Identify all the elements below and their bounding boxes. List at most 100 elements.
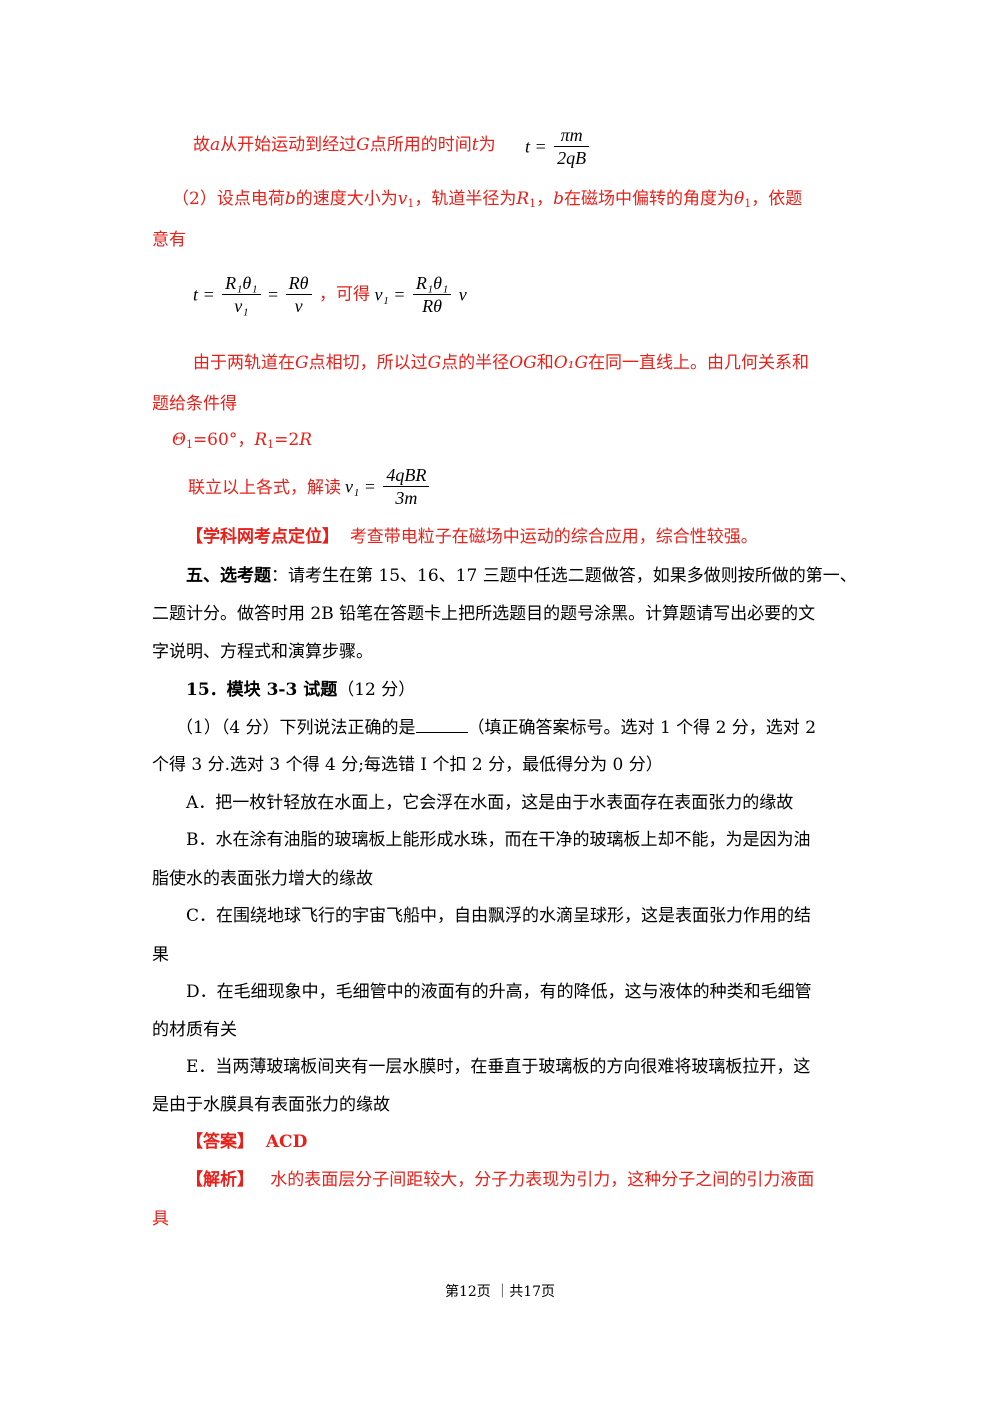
- fraction: R₁θ₁ Rθ: [412, 272, 452, 317]
- subscript: 1: [185, 438, 193, 451]
- var-b: b: [284, 189, 296, 209]
- var-v: v: [397, 189, 408, 209]
- var-t: t: [471, 135, 479, 155]
- option-e-cont: 是由于水膜具有表面张力的缘故: [152, 1095, 390, 1115]
- denominator: 2qB: [557, 148, 587, 168]
- text: 点的半径: [441, 353, 510, 373]
- answer-value: ACD: [265, 1132, 308, 1152]
- var-theta: θ: [734, 189, 745, 209]
- var-r: R: [299, 430, 313, 450]
- eq-lhs: t =: [193, 284, 215, 305]
- section5-line3: 字说明、方程式和演算步骤。: [152, 642, 373, 662]
- fraction: 4qBR 3m: [383, 464, 430, 509]
- text: 和: [536, 353, 554, 373]
- section5-line2: 二题计分。做答时用 2B 铅笔在答题卡上把所选题目的题号涂黑。计算题请写出必要的…: [152, 604, 816, 624]
- option-e: E．当两薄玻璃板间夹有一层水膜时，在垂直于玻璃板的方向很难将玻璃板拉开，这: [186, 1057, 811, 1077]
- text: 为: [478, 135, 496, 155]
- question-title: 15．模块 3-3 试题: [186, 680, 338, 700]
- option-a: A．把一枚针轻放在水面上，它会浮在水面，这是由于水表面存在表面张力的缘故: [186, 793, 794, 813]
- eq-lhs: v₁ =: [345, 476, 376, 497]
- option-d: D．在毛细现象中，毛细管中的液面有的升高，有的降低，这与液体的种类和毛细管: [186, 982, 812, 1002]
- text: ：请考生在第 15、16、17 三题中任选二题做答，如果多做则按所做的第一、: [271, 566, 857, 586]
- part2-line1: （2）设点电荷b的速度大小为v1，轨道半径为R1，b在磁场中偏转的角度为θ1，依…: [172, 187, 802, 211]
- denominator: v₁: [234, 296, 249, 316]
- analysis-tag: 【解析】: [186, 1170, 254, 1190]
- kaodian-line: 【学科网考点定位】 考查带电粒子在磁场中运动的综合应用，综合性较强。: [186, 525, 758, 549]
- subscript: 1: [407, 197, 415, 210]
- var-og: OG: [509, 353, 537, 373]
- eq-lhs: t =: [525, 136, 547, 157]
- option-c-cont: 果: [152, 945, 169, 965]
- text: ，依题: [751, 189, 803, 209]
- section5-line1: 五、选考题：请考生在第 15、16、17 三题中任选二题做答，如果多做则按所做的…: [186, 564, 857, 588]
- var-o1g: O₁G: [553, 353, 589, 373]
- option-b-cont: 脂使水的表面张力增大的缘故: [152, 869, 373, 889]
- answer-tag: 【答案】: [186, 1132, 254, 1152]
- text: 从开始运动到经过: [220, 135, 357, 155]
- var-g: G: [356, 135, 370, 155]
- denominator: v: [294, 296, 303, 316]
- text: 故: [193, 135, 210, 155]
- time-conclusion-line: 故a从开始运动到经过G点所用的时间t为: [193, 133, 496, 157]
- text: 的速度大小为: [295, 189, 398, 209]
- numerator: R₁θ₁: [222, 272, 261, 295]
- var-r: R: [254, 430, 268, 450]
- subscript: 1: [267, 438, 275, 451]
- fraction: R₁θ₁ v₁: [222, 272, 261, 317]
- q15-1-line1: （1）（4 分）下列说法正确的是 （填正确答案标号。选对 1 个得 2 分，选对 …: [176, 716, 816, 740]
- option-b: B．水在涂有油脂的玻璃板上能形成水珠，而在干净的玻璃板上却不能，为是因为油: [186, 830, 811, 850]
- text: （2）设点电荷: [172, 189, 285, 209]
- var-a: a: [210, 135, 221, 155]
- text: 点所用的时间: [369, 135, 472, 155]
- numerator: πm: [554, 124, 590, 147]
- condition-line: Θ1=60°，R1=2R: [172, 428, 312, 452]
- fraction: Rθ v: [285, 272, 312, 317]
- text: =60°，: [192, 430, 255, 450]
- var-g: G: [295, 353, 309, 373]
- text: ，可得: [319, 284, 371, 305]
- eq-lhs: v₁ =: [374, 284, 406, 305]
- text: 在磁场中偏转的角度为: [564, 189, 735, 209]
- subscript: 1: [744, 197, 752, 210]
- equation-velocity: t = R₁θ₁ v₁ = Rθ v ，可得 v₁ = R₁θ₁ Rθ v: [193, 272, 467, 317]
- text: 由于两轨道在: [193, 353, 295, 373]
- var-v: v: [458, 284, 467, 305]
- equation-time: t = πm 2qB: [525, 124, 592, 169]
- numerator: R₁θ₁: [412, 272, 452, 295]
- text: （1）（4 分）下列说法正确的是: [176, 718, 416, 738]
- denominator: 3m: [395, 488, 418, 508]
- var-b: b: [553, 189, 565, 209]
- equals-sign: =: [268, 284, 279, 305]
- question-points: （12 分）: [337, 680, 416, 700]
- text: 点相切，所以过: [308, 353, 428, 373]
- subscript: 1: [529, 197, 537, 210]
- tangent-line2: 题给条件得: [152, 394, 237, 414]
- numerator: Rθ: [285, 272, 312, 295]
- analysis-line1: 【解析】 水的表面层分子间距较大，分子力表现为引力，这种分子之间的引力液面: [186, 1168, 814, 1192]
- analysis-line2: 具: [152, 1209, 169, 1229]
- var-theta: Θ: [172, 430, 186, 450]
- text: 在同一直线上。由几何关系和: [588, 353, 810, 373]
- var-r: R: [516, 189, 530, 209]
- text: ，: [536, 189, 554, 209]
- tangent-line1: 由于两轨道在G点相切，所以过G点的半径OG和O₁G在同一直线上。由几何关系和: [193, 351, 809, 375]
- kaodian-text: 考查带电粒子在磁场中运动的综合应用，综合性较强。: [349, 527, 758, 547]
- section5-heading: 五、选考题: [186, 566, 271, 586]
- numerator: 4qBR: [383, 464, 430, 487]
- var-g: G: [427, 353, 442, 373]
- combine-text: 联立以上各式，解读: [188, 478, 341, 498]
- text: （填正确答案标号。选对 1 个得 2 分，选对 2: [467, 718, 817, 738]
- page-footer: 第12页 ｜共17页: [444, 1284, 556, 1300]
- text: ，轨道半径为: [414, 189, 517, 209]
- kaodian-tag: 【学科网考点定位】: [186, 527, 339, 547]
- question15-heading: 15．模块 3-3 试题（12 分）: [186, 678, 415, 702]
- denominator: Rθ: [422, 296, 443, 316]
- answer-blank: [415, 716, 468, 733]
- text: =2: [274, 430, 300, 450]
- analysis-text: 水的表面层分子间距较大，分子力表现为引力，这种分子之间的引力液面: [270, 1170, 815, 1190]
- fraction: πm 2qB: [554, 124, 590, 169]
- part2-line2: 意有: [152, 230, 186, 250]
- q15-1-line2: 个得 3 分.选对 3 个得 4 分;每选错 I 个扣 2 分，最低得分为 0 …: [152, 755, 663, 775]
- option-c: C．在围绕地球飞行的宇宙飞船中，自由飘浮的水滴呈球形，这是表面张力作用的结: [186, 906, 812, 926]
- option-d-cont: 的材质有关: [152, 1020, 237, 1040]
